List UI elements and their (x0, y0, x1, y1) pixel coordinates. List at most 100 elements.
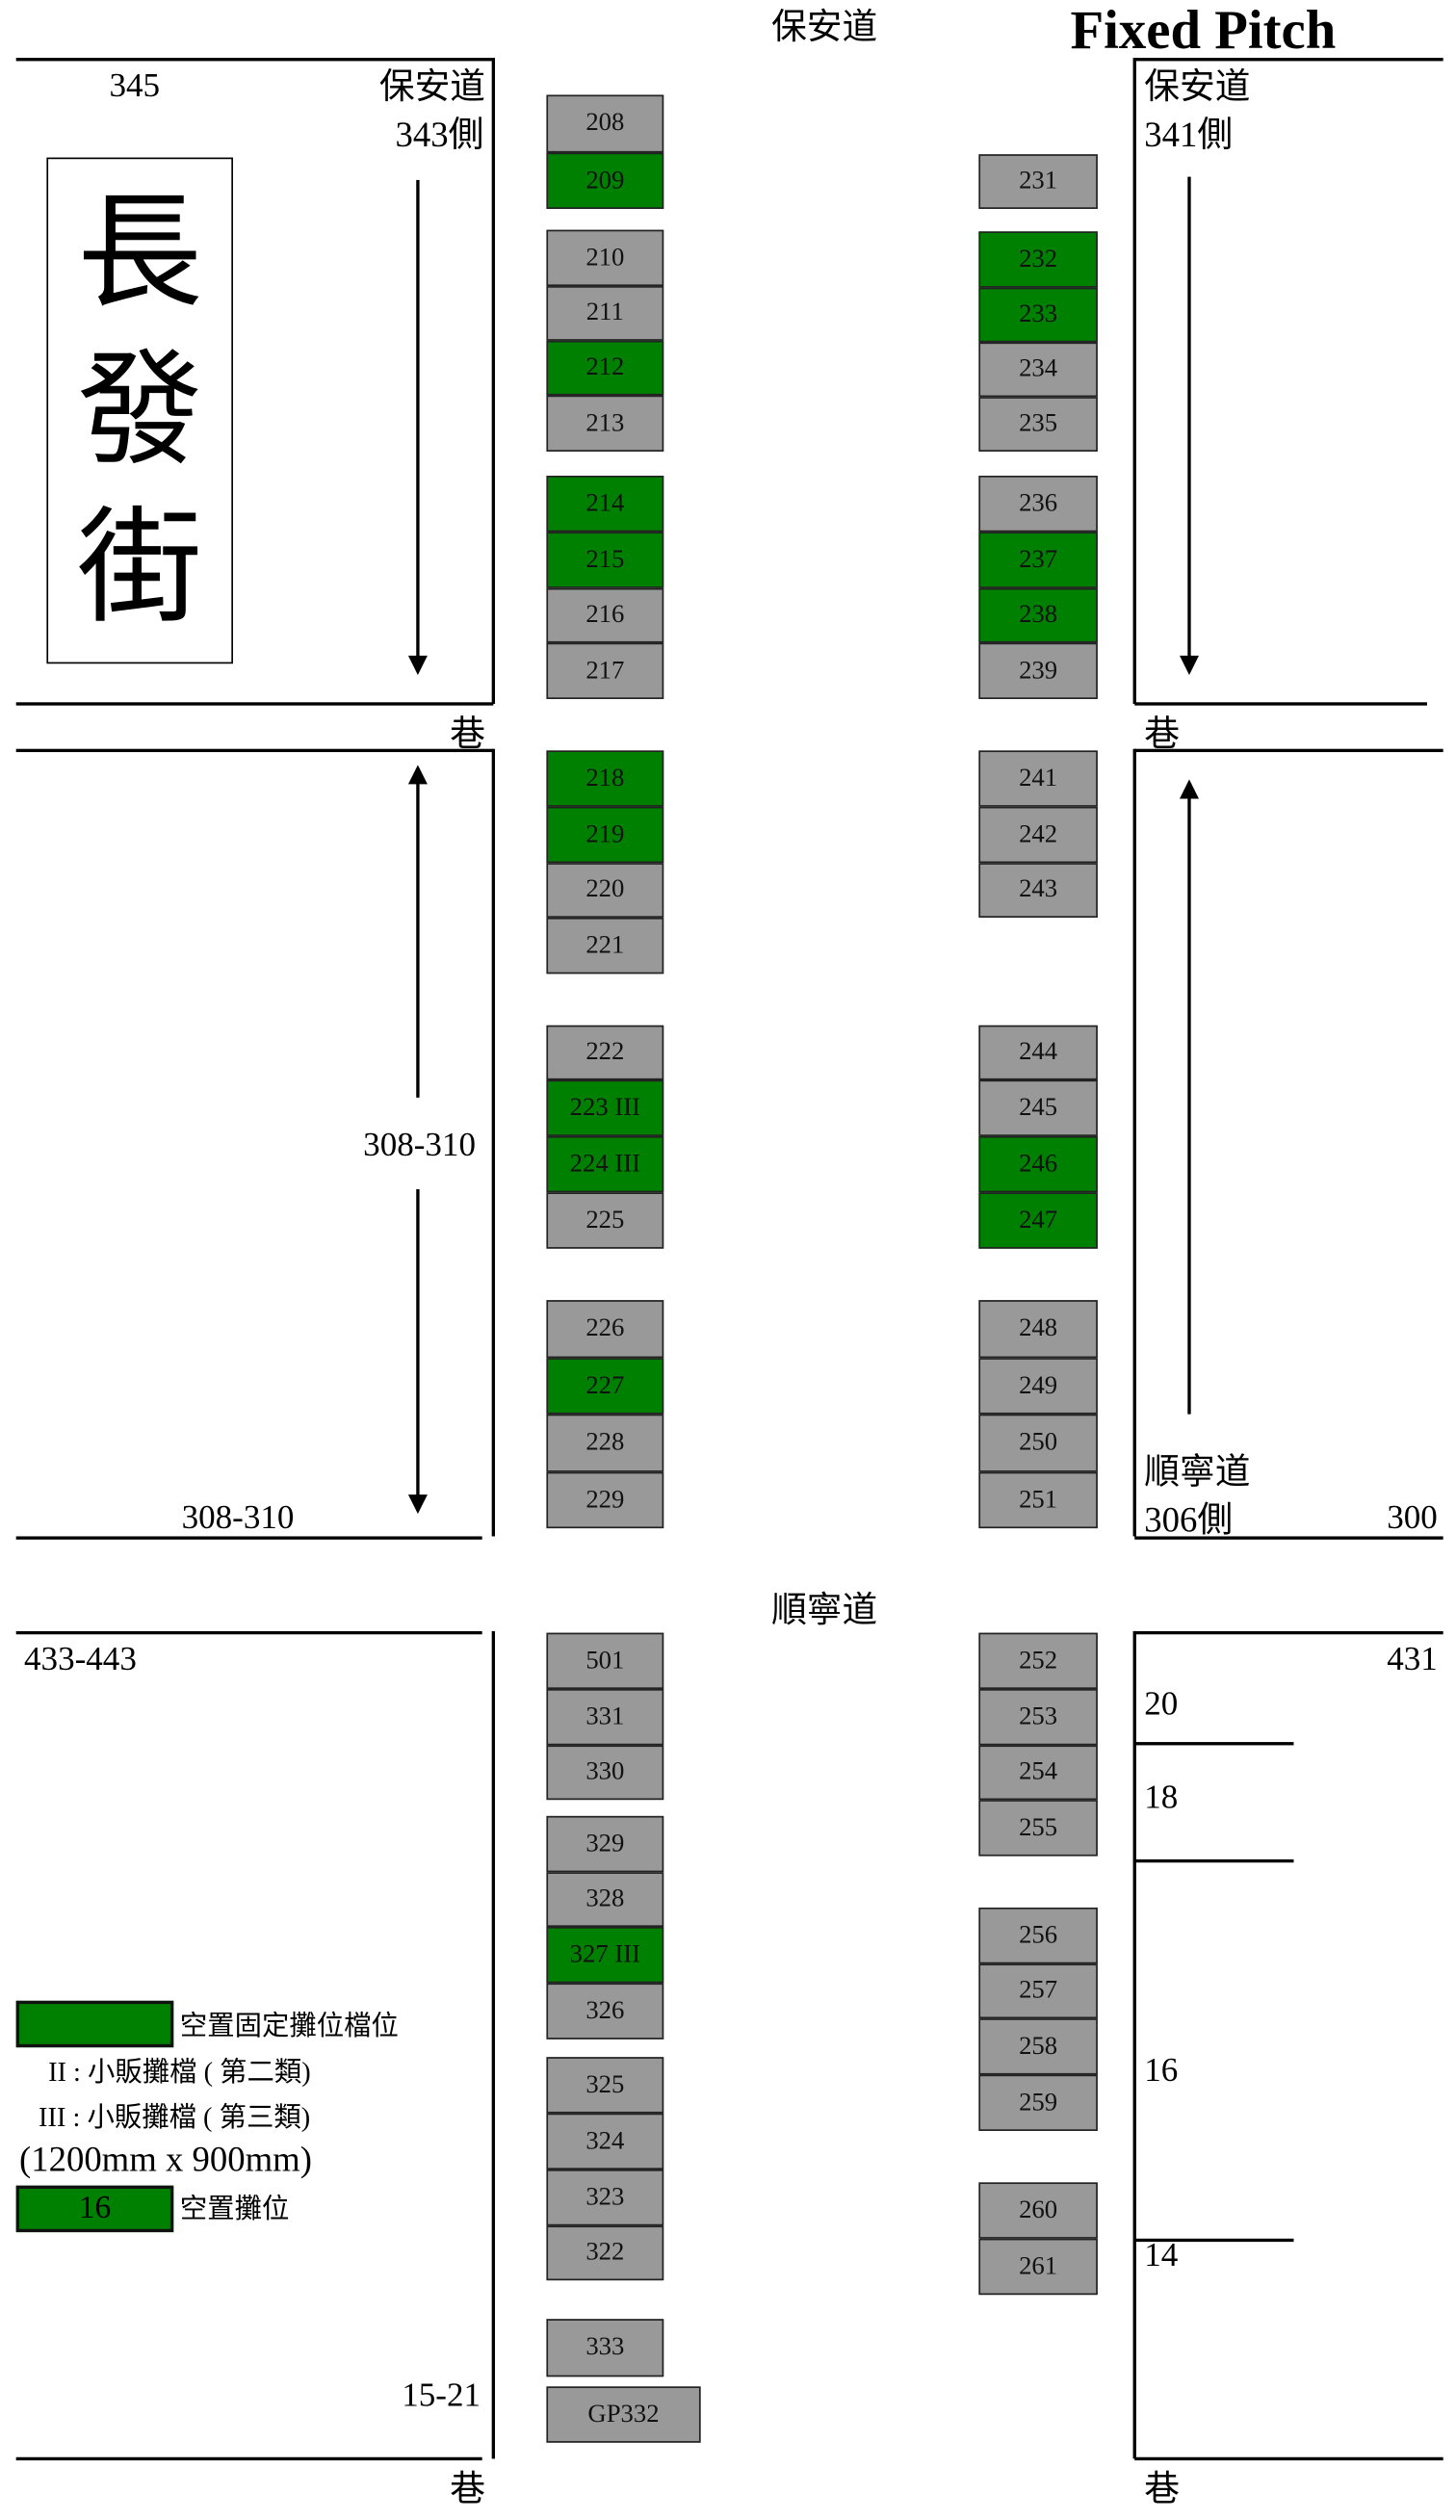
stall-328[interactable]: 328 (546, 1872, 664, 1928)
street-name-box: 長 發 街 (46, 157, 233, 664)
address-label: 308-310 (363, 1125, 476, 1164)
stall-215[interactable]: 215 (546, 532, 664, 588)
stall-221[interactable]: 221 (546, 917, 664, 974)
stall-257[interactable]: 257 (978, 1963, 1098, 2019)
stall-252[interactable]: 252 (978, 1632, 1098, 1690)
stall-210[interactable]: 210 (546, 229, 664, 287)
side-label: 306側 (1144, 1499, 1234, 1540)
divider (1134, 2238, 1294, 2242)
stall-323[interactable]: 323 (546, 2169, 664, 2226)
stall-234[interactable]: 234 (978, 342, 1098, 398)
stall-223-iii[interactable]: 223 III (546, 1079, 664, 1136)
side-label: 341側 (1144, 114, 1234, 155)
stall-236[interactable]: 236 (978, 475, 1098, 533)
arrow-down-icon (407, 1188, 428, 1515)
stall-330[interactable]: 330 (546, 1745, 664, 1801)
stall-228[interactable]: 228 (546, 1414, 664, 1472)
legend-label: II : 小販攤檔 ( 第二類) (48, 2057, 311, 2088)
legend-swatch-vacant (15, 2000, 174, 2048)
stall-242[interactable]: 242 (978, 806, 1098, 864)
address-label: 308-310 (181, 1497, 295, 1537)
stall-241[interactable]: 241 (978, 750, 1098, 807)
stall-235[interactable]: 235 (978, 397, 1098, 452)
number-label: 431 (1387, 1639, 1438, 1678)
stall-261[interactable]: 261 (978, 2238, 1098, 2296)
stall-253[interactable]: 253 (978, 1689, 1098, 1746)
stall-231[interactable]: 231 (978, 154, 1098, 209)
lane-label: 巷 (450, 713, 486, 754)
stall-331[interactable]: 331 (546, 1689, 664, 1746)
arrow-up-icon (1179, 779, 1199, 1415)
street-name-char: 街 (77, 497, 203, 637)
stall-225[interactable]: 225 (546, 1192, 664, 1249)
stall-233[interactable]: 233 (978, 287, 1098, 343)
stall-329[interactable]: 329 (546, 1815, 664, 1873)
stall-209[interactable]: 209 (546, 152, 664, 209)
stall-222[interactable]: 222 (546, 1025, 664, 1080)
stall-216[interactable]: 216 (546, 587, 664, 643)
stall-220[interactable]: 220 (546, 863, 664, 918)
stall-227[interactable]: 227 (546, 1358, 664, 1415)
divider (1132, 748, 1136, 1537)
stall-211[interactable]: 211 (546, 286, 664, 341)
legend-label: 空置固定攤位檔位 (179, 2010, 399, 2041)
divider (1134, 1536, 1443, 1540)
stall-250[interactable]: 250 (978, 1414, 1098, 1472)
stall-208[interactable]: 208 (546, 94, 664, 153)
stall-256[interactable]: 256 (978, 1907, 1098, 1964)
stall-326[interactable]: 326 (546, 1983, 664, 2039)
stall-243[interactable]: 243 (978, 863, 1098, 918)
divider (1134, 748, 1443, 753)
stall-322[interactable]: 322 (546, 2225, 664, 2281)
stall-260[interactable]: 260 (978, 2182, 1098, 2239)
stall-214[interactable]: 214 (546, 475, 664, 533)
lane-label: 巷 (1144, 713, 1180, 754)
stall-237[interactable]: 237 (978, 532, 1098, 588)
stall-232[interactable]: 232 (978, 231, 1098, 288)
stall-246[interactable]: 246 (978, 1135, 1098, 1193)
stall-217[interactable]: 217 (546, 642, 664, 699)
divider (15, 748, 494, 753)
stall-229[interactable]: 229 (546, 1471, 664, 1529)
stall-333[interactable]: 333 (546, 2319, 664, 2377)
street-name-char: 長 (77, 182, 203, 323)
number-label: 20 (1144, 1684, 1179, 1724)
address-label: 433-443 (24, 1639, 137, 1678)
stall-254[interactable]: 254 (978, 1745, 1098, 1801)
stall-238[interactable]: 238 (978, 587, 1098, 643)
road-label: 順寧道 (1144, 1451, 1251, 1492)
stall-501[interactable]: 501 (546, 1632, 664, 1690)
legend-label: 空置攤位 (179, 2194, 290, 2224)
stall-224-iii[interactable]: 224 III (546, 1135, 664, 1193)
stall-327-iii[interactable]: 327 III (546, 1927, 664, 1984)
stall-219[interactable]: 219 (546, 806, 664, 864)
number-label: 18 (1144, 1777, 1179, 1816)
stall-226[interactable]: 226 (546, 1300, 664, 1359)
divider (491, 748, 496, 1537)
stall-248[interactable]: 248 (978, 1300, 1098, 1359)
street-top: 保安道 (771, 6, 878, 47)
street-middle: 順寧道 (771, 1589, 878, 1630)
divider (15, 58, 494, 62)
stall-244[interactable]: 244 (978, 1025, 1098, 1080)
arrow-up-icon (407, 765, 428, 1098)
stall-245[interactable]: 245 (978, 1079, 1098, 1136)
legend-label: III : 小販攤檔 ( 第三類) (39, 2101, 311, 2133)
stall-249[interactable]: 249 (978, 1358, 1098, 1415)
stall-324[interactable]: 324 (546, 2113, 664, 2170)
stall-218[interactable]: 218 (546, 750, 664, 807)
number-label: 345 (109, 65, 161, 105)
stall-239[interactable]: 239 (978, 642, 1098, 699)
stall-251[interactable]: 251 (978, 1471, 1098, 1529)
stall-gp332[interactable]: GP332 (546, 2386, 701, 2443)
stall-212[interactable]: 212 (546, 340, 664, 396)
stall-259[interactable]: 259 (978, 2074, 1098, 2131)
stall-247[interactable]: 247 (978, 1192, 1098, 1249)
stall-255[interactable]: 255 (978, 1800, 1098, 1857)
stall-325[interactable]: 325 (546, 2057, 664, 2114)
arrow-down-icon (407, 179, 428, 675)
stall-258[interactable]: 258 (978, 2018, 1098, 2075)
stall-213[interactable]: 213 (546, 395, 664, 452)
divider (1134, 2456, 1443, 2461)
